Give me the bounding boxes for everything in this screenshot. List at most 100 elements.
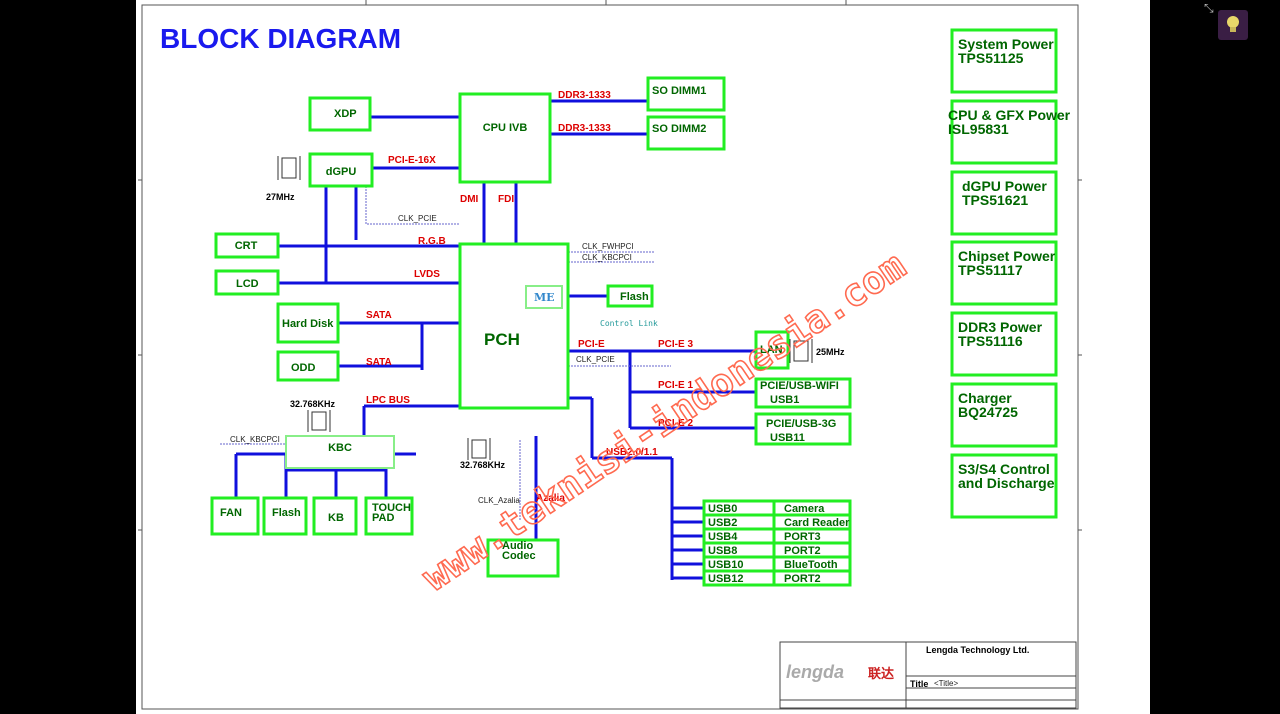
power-block-line2: TPS51125 — [958, 50, 1024, 66]
bus-pcie2: PCI-E 2 — [658, 418, 693, 429]
power-block — [950, 240, 1058, 306]
crystal-kbc-label: 32.768KHz — [290, 399, 336, 409]
page-title: BLOCK DIAGRAM — [160, 23, 401, 54]
power-block-line2: ISL95831 — [948, 121, 1009, 137]
title-value: <Title> — [934, 679, 958, 688]
bus-wires — [234, 99, 756, 580]
bus-azalia: Azalia — [536, 493, 565, 504]
audio-label-line2: Codec — [502, 550, 536, 562]
power-block-line2: BQ24725 — [958, 404, 1018, 420]
expand-icon[interactable]: ⤡ — [1204, 1, 1214, 15]
sig-clk-kbcpci-l: CLK_KBCPCI — [230, 435, 280, 444]
company-name: Lengda Technology Ltd. — [926, 645, 1029, 655]
power-block-line1: System Power — [958, 36, 1054, 52]
touchpad-block — [364, 496, 414, 536]
audio-label-line1: Audio — [502, 540, 533, 552]
xdp-label: XDP — [334, 108, 357, 120]
lengda-logo: lengda — [786, 662, 844, 682]
usb-port-label: USB2 — [708, 517, 737, 529]
crystal-kbc — [307, 410, 331, 432]
power-block-line2: TPS51621 — [962, 192, 1028, 208]
pch-flash-label: Flash — [620, 291, 649, 303]
crystal-dgpu — [277, 156, 301, 180]
sig-clk-fwhpci: CLK_FWHPCI — [582, 242, 634, 251]
dgpu-label: dGPU — [326, 166, 357, 178]
cpu-label: CPU IVB — [483, 122, 528, 134]
power-block-line1: S3/S4 Control — [958, 461, 1050, 477]
fan-block — [210, 496, 260, 536]
lightbulb-icon — [1227, 16, 1239, 32]
usb-device-cell — [772, 569, 852, 587]
power-block-line2: TPS51116 — [958, 333, 1023, 349]
usb-device-label: PORT2 — [784, 545, 821, 557]
kb-block — [312, 496, 358, 536]
lan-label: LAN — [760, 344, 783, 356]
bus-lvds: LVDS — [414, 269, 440, 280]
block-diagram: BLOCK DIAGRAM — [138, 0, 1082, 710]
power-block — [950, 170, 1058, 236]
sig-control-link: Control Link — [600, 319, 658, 328]
power-block — [950, 99, 1058, 165]
bus-pcie: PCI-E — [578, 339, 605, 350]
kbc-block — [285, 435, 395, 469]
pch-label: PCH — [484, 330, 520, 349]
bus-sata2: SATA — [366, 357, 392, 368]
crystal-dgpu-label: 27MHz — [266, 192, 295, 202]
sheet-border — [141, 4, 1079, 710]
usb-port-label: USB8 — [708, 545, 737, 557]
lcd-block — [214, 269, 280, 296]
bus-ddr3-2: DDR3-1333 — [558, 123, 611, 134]
hdd-block — [276, 302, 340, 344]
hdd-label: Hard Disk — [282, 318, 334, 330]
audio-codec-block — [486, 538, 560, 578]
lcd-label: LCD — [236, 278, 259, 290]
bus-lpc: LPC BUS — [366, 395, 410, 406]
odd-label: ODD — [291, 362, 316, 374]
sig-clk-pcie-lan: CLK_PCIE — [576, 355, 615, 364]
power-block-line1: Charger — [958, 390, 1012, 406]
usb-device-label: Card Reader — [784, 517, 850, 529]
bus-fdi: FDI — [498, 194, 514, 205]
crt-label: CRT — [235, 240, 258, 252]
usb-port-label: USB10 — [708, 559, 743, 571]
me-label: ME — [534, 291, 555, 304]
usb-port-label: USB4 — [708, 531, 738, 543]
bus-pcie1: PCI-E 1 — [658, 380, 693, 391]
usb-device-label: PORT3 — [784, 531, 821, 543]
crystal-lan-label: 25MHz — [816, 347, 845, 357]
bus-pcie16: PCI-E-16X — [388, 155, 436, 166]
crystal-lan — [789, 339, 813, 363]
so-dimm1-block — [646, 76, 726, 112]
pch-flash-block — [606, 284, 654, 308]
bus-sata1: SATA — [366, 310, 392, 321]
3g-label-line1: PCIE/USB-3G — [766, 418, 836, 430]
lightbulb-button[interactable] — [1218, 10, 1248, 40]
3g-block — [754, 412, 852, 446]
bus-pcie3: PCI-E 3 — [658, 339, 693, 350]
clock-signals — [220, 186, 671, 520]
power-block — [950, 28, 1058, 94]
me-block — [525, 285, 563, 309]
wifi-label-line1: PCIE/USB-WIFI — [760, 380, 839, 392]
crt-block — [214, 232, 280, 259]
pch-block — [458, 242, 570, 410]
power-block-line1: Chipset Power — [958, 248, 1056, 264]
kbc-flash-label: Flash — [272, 507, 301, 519]
crystal-pch — [467, 438, 491, 460]
sig-clk-kbcpci-r: CLK_KBCPCI — [582, 253, 632, 262]
sig-clk-azalia: CLK_Azalia — [478, 496, 520, 505]
bus-usb: USB2.0/1.1 — [606, 447, 658, 458]
wifi-label-line2: USB1 — [770, 394, 799, 406]
power-block — [950, 382, 1058, 448]
kbc-flash-block — [262, 496, 308, 536]
schematic-sheet: BLOCK DIAGRAM — [136, 0, 1150, 714]
power-block — [950, 311, 1058, 377]
bus-dmi: DMI — [460, 194, 479, 205]
so-dimm2-label: SO DIMM2 — [652, 123, 706, 135]
kbc-label: KBC — [328, 442, 352, 454]
so-dimm1-label: SO DIMM1 — [652, 85, 706, 97]
title-label: Title — [910, 679, 928, 689]
usb-device-label: PORT2 — [784, 573, 821, 585]
